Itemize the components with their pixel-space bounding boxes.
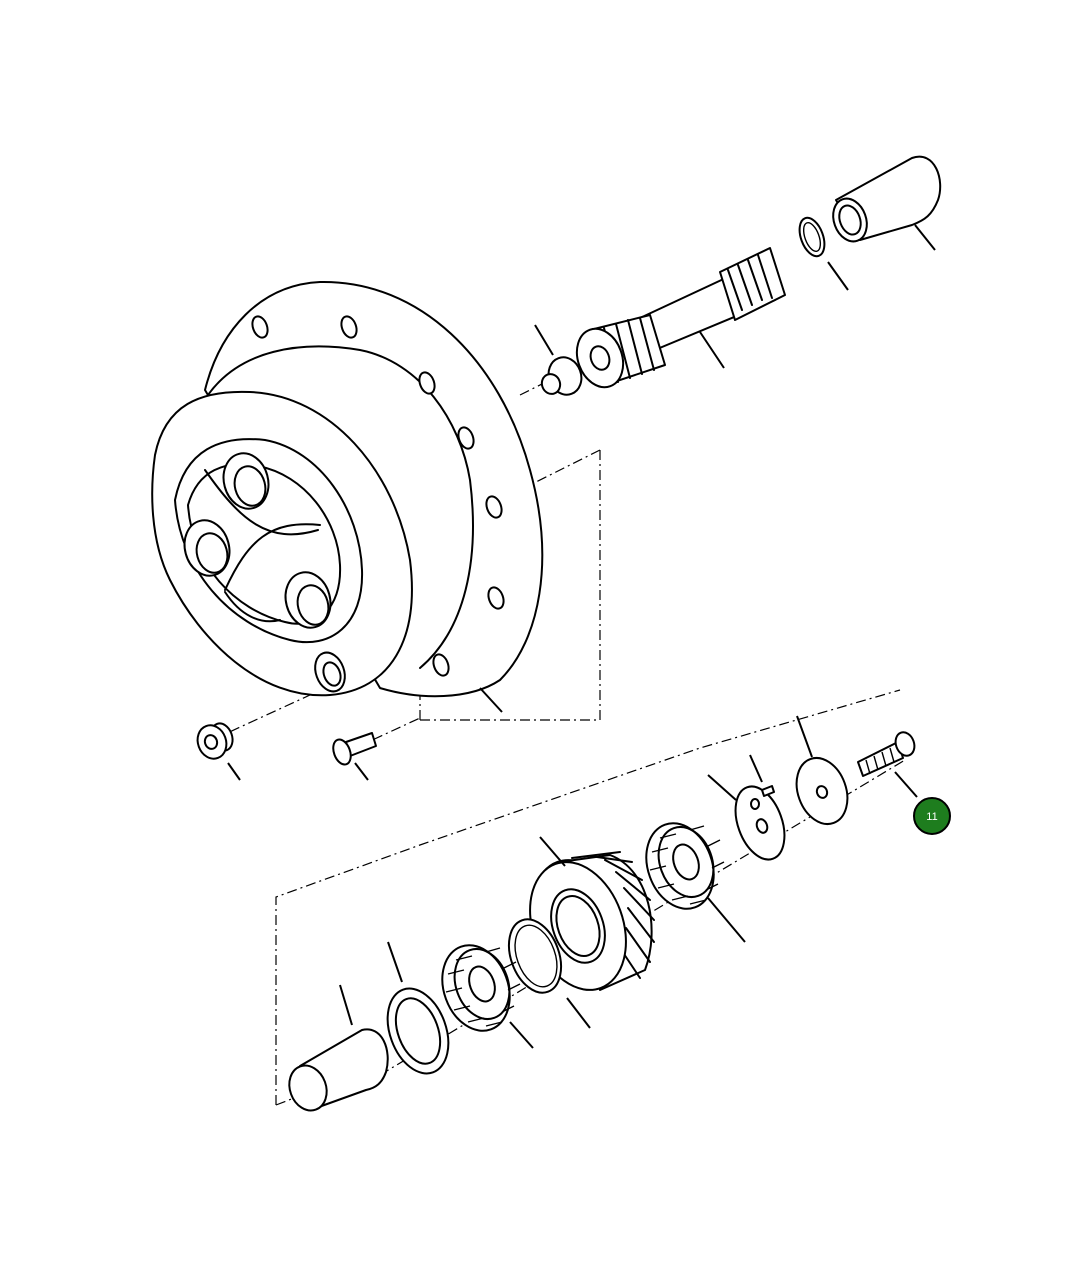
washer-lower-leader-line bbox=[387, 941, 403, 983]
thrust-washer[interactable] bbox=[377, 980, 460, 1082]
thrust-button[interactable] bbox=[539, 353, 586, 400]
bearing-lower-leader-line bbox=[509, 1021, 534, 1049]
planet-pin[interactable] bbox=[283, 1028, 389, 1115]
sun-gear-shaft[interactable] bbox=[569, 247, 786, 394]
countersunk-screw[interactable] bbox=[330, 732, 377, 767]
cap-screw[interactable] bbox=[857, 730, 918, 777]
shaft-leader-line bbox=[699, 331, 725, 369]
callout-11[interactable]: 11 bbox=[913, 797, 951, 835]
thrust-ring[interactable] bbox=[499, 912, 570, 1000]
plug-leader-line bbox=[227, 762, 241, 781]
drain-plug[interactable] bbox=[193, 720, 236, 762]
button-leader-line bbox=[534, 324, 554, 356]
snap-ring-leader-line bbox=[827, 261, 849, 291]
retaining-plate[interactable] bbox=[726, 780, 793, 866]
washer-leader-line bbox=[796, 715, 813, 758]
coupling-sleeve[interactable] bbox=[827, 155, 942, 246]
housing-leader-line bbox=[479, 687, 503, 713]
planetary-housing[interactable] bbox=[151, 280, 544, 698]
gear-leader-line bbox=[539, 836, 566, 867]
bearing-upper-leader-line bbox=[707, 897, 746, 943]
needle-bearing-upper[interactable] bbox=[635, 814, 725, 919]
callout-label: 11 bbox=[926, 811, 937, 823]
roll-pin[interactable] bbox=[761, 785, 775, 797]
cap-screw-leader-line bbox=[894, 771, 918, 798]
sleeve-leader-line bbox=[914, 224, 936, 251]
pin-leader-line bbox=[749, 754, 763, 783]
needle-bearing-lower[interactable] bbox=[431, 936, 521, 1041]
callout-circle bbox=[913, 797, 951, 835]
pin-lower-leader-line bbox=[339, 984, 353, 1026]
ring-leader-line bbox=[566, 997, 591, 1029]
plate-leader-line bbox=[707, 774, 737, 801]
washer[interactable] bbox=[788, 751, 856, 831]
screw-leader-line bbox=[354, 762, 369, 781]
snap-ring[interactable] bbox=[795, 214, 829, 259]
